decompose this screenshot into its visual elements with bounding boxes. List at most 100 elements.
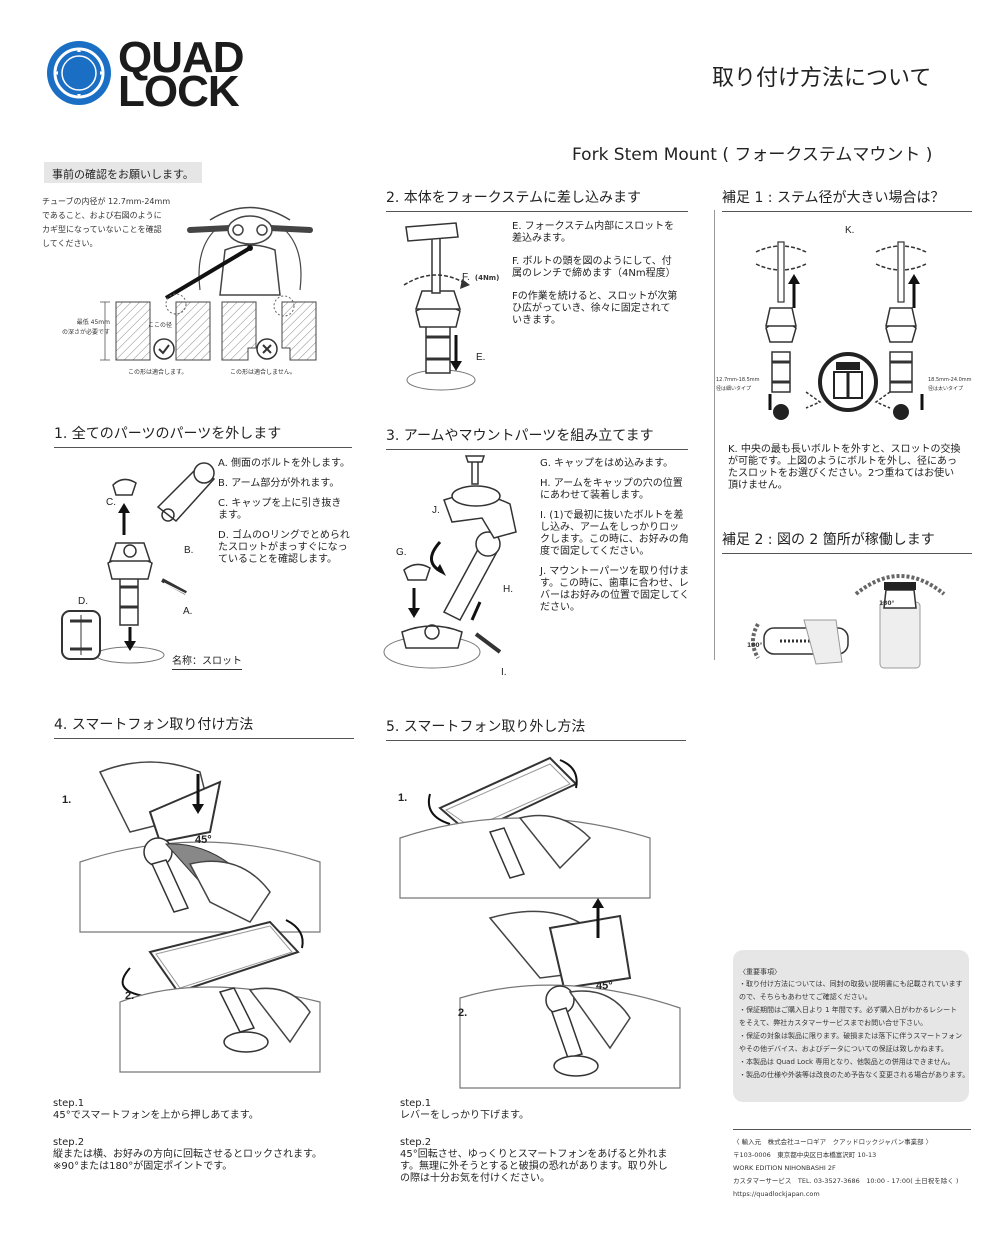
logo-text-lock: LOCK [118, 67, 240, 116]
label-k: K. [845, 225, 855, 236]
section5-heading: 5. スマートフォン取り外し方法 [386, 716, 686, 741]
slot-name-label: 名称：スロット [172, 656, 242, 670]
section2-step-f-cont: Fの作業を続けると、スロットが次第 ひ広がっていき、徐々に固定されて いきます。 [512, 291, 690, 327]
precheck-text: チューブの内径が 12.7mm-24mm であること、および右図のように カギ型… [42, 195, 170, 251]
step-line: C. キャップを上に引き抜き [218, 498, 342, 509]
pointer-arrow [164, 245, 253, 300]
depth-dimension-mark [100, 301, 110, 361]
step-line: いきます。 [512, 315, 561, 326]
sec4-step2-text: 縦または横、お好みの方向に回転させるとロックされます。 ※90°または180°が… [53, 1149, 322, 1173]
important-note-line: ので、そちらもあわせてご確認ください。 [739, 993, 872, 1001]
sec4-number-2: 2. [125, 990, 135, 1002]
step-line: す。この時に、歯車に合わせ、レ [540, 578, 689, 589]
sec5-angle-label: 45° [596, 980, 613, 992]
label-i: I. [501, 667, 507, 678]
label-b: B. [184, 545, 194, 556]
important-note-line: ・保証の対象は製品に限ります。破損または落下に伴うスマートフォン [739, 1032, 963, 1040]
sec4-step2-title: step.2 [53, 1137, 85, 1148]
step-line: にあわせて装着します。 [540, 490, 649, 501]
contact-importer: 〈 輸入元 株式会社ユーロギア クアッドロックジャパン事業部 〉 [733, 1138, 933, 1146]
supplement1-text-line: 頂けません。 [728, 480, 788, 491]
section4-heading: 4. スマートフォン取り付け方法 [54, 714, 354, 739]
step-line: H. アームをキャップの穴の位置 [540, 478, 683, 489]
thin-type-label-line: 12.7mm-18.5mm [716, 377, 760, 383]
step-line: バーはお好みの位置で固定してく [540, 590, 690, 601]
label-h: H. [503, 584, 513, 595]
step-line: Fの作業を続けると、スロットが次第 [512, 291, 678, 302]
page-title: 取り付け方法について [712, 66, 932, 91]
logo: QUAD LOCK [46, 33, 246, 114]
precheck-text-line: であること、および右図のように [42, 211, 162, 220]
section1-step-list: A. 側面のボルトを外します。 B. アーム部分が外れます。 C. キャップを上… [218, 458, 358, 566]
sec5-step2-line: す。無理に外そうとすると破損の恐れがあります。取り外し [400, 1161, 668, 1172]
section3-step-h: H. アームをキャップの穴の位置 にあわせて装着します。 [540, 478, 700, 502]
important-notes-list: ・取り付け方法については、同封の取扱い説明書にも記載されています ので、そちらも… [739, 978, 971, 1082]
section1-step-d: D. ゴムのOリングでとめられ たスロットがまっすぐになっ ていることを確認しま… [218, 530, 358, 566]
depth-label-line: の深さが必要です [61, 329, 110, 336]
section3-step-i: I. (1)で最初に抜いたボルトを差 し込み、アームをしっかりロッ クします。こ… [540, 510, 700, 558]
depth-label: 最低 45mm の深さが必要です [52, 318, 110, 338]
important-note-line: ・本製品は Quad Lock 専用となり、他製品との併用はできません。 [739, 1058, 955, 1066]
section3-heading: 3. アームやマウントパーツを組み立てます [386, 425, 688, 450]
precheck-heading: 事前の確認をお願いします。 [52, 168, 194, 181]
sec5-step2-line: 45°回転させ、ゆっくりとスマートフォンをあげると外れま [400, 1149, 668, 1160]
phone-attach-illustration [79, 761, 321, 1073]
step-line: ていることを確認します。 [218, 554, 337, 565]
pivot-points-illustration [751, 574, 946, 669]
important-note-line: ・取り付け方法については、同封の取扱い説明書にも記載されています [739, 980, 963, 988]
label-f-text: F. [462, 272, 470, 283]
supplement1-text: K. 中央の最も長いボルトを外すと、スロットの交換 が可能です。上図のようにボル… [728, 444, 978, 492]
ok-caption: この形は適合します。 [128, 369, 188, 376]
slot-swap-illustration [755, 241, 927, 420]
label-c: C. [106, 497, 116, 508]
sec4-step2-line: 縦または横、お好みの方向に回転させるとロックされます。 [53, 1149, 322, 1160]
mount-disassembly-illustration [61, 462, 216, 664]
sec4-angle-label: 45° [195, 834, 212, 846]
column-divider [714, 210, 715, 660]
section1-step-c: C. キャップを上に引き抜き ます。 [218, 498, 358, 522]
sec5-step2-line: の際は十分お気を付けください。 [400, 1173, 550, 1184]
quad-lock-logo-icon [47, 41, 111, 105]
logo-text-quad: QUAD [118, 33, 245, 82]
section2-step-f: F. ボルトの頭を図のようにして、付 属のレンチで締めます（4Nm程度） [512, 256, 690, 280]
assembly-illustration [383, 455, 517, 669]
section2-heading: 2. 本体をフォークステムに差し込みます [386, 187, 688, 212]
label-d: D. [78, 596, 88, 607]
here-diameter-label: ここの径 [148, 322, 173, 329]
step-line: B. アーム部分が外れます。 [218, 478, 340, 489]
contact-divider-top [733, 1129, 971, 1130]
step-line: 差込みます。 [512, 233, 571, 244]
section2-step-e: E. フォークステム内部にスロットを 差込みます。 [512, 221, 690, 245]
label-f: F. (4Nm) [462, 265, 499, 284]
supplement1-text-line: が可能です。上図のようにボルトを外し、径にあっ [728, 456, 957, 467]
important-note-line: ・保証期間はご購入日より 1 年間です。必ず購入日がわかるレシート [739, 1006, 958, 1014]
sec4-step1-text: 45°でスマートフォンを上から押しあてます。 [53, 1110, 259, 1121]
contact-website-link[interactable]: https://quadlockjapan.com [733, 1190, 820, 1198]
contact-address: 〒103-0006 東京都中央区日本橋富沢町 10-13 [733, 1151, 877, 1159]
section1-heading: 1. 全てのパーツのパーツを外します [54, 423, 352, 448]
step-line: D. ゴムのOリングでとめられ [218, 530, 350, 541]
section1-step-a: A. 側面のボルトを外します。 [218, 458, 358, 470]
depth-label-line: 最低 45mm [76, 319, 110, 326]
section3-step-j: J. マウントーパーツを取り付けま す。この時に、歯車に合わせ、レ バーはお好み… [540, 566, 700, 614]
important-note-line: ・製品の仕様や外装等は改良のため予告なく変更される場合があります。 [739, 1071, 970, 1079]
contact-building: WORK EDITION NIHONBASHI 2F [733, 1164, 836, 1172]
step-line: F. ボルトの頭を図のようにして、付 [512, 256, 672, 267]
label-j: J. [432, 505, 440, 516]
step-line: J. マウントーパーツを取り付けま [540, 566, 690, 577]
tube-section-ng [221, 295, 317, 361]
step-line: 属のレンチで締めます（4Nm程度） [512, 268, 676, 279]
label-g: G. [396, 547, 407, 558]
thin-type-label: 12.7mm-18.5mm 径は細いタイプ [716, 376, 760, 394]
important-notes-box: 〈重要事項〉 ・取り付け方法については、同封の取扱い説明書にも記載されています … [733, 950, 969, 1102]
step-line: ひ広がっていき、徐々に固定されて [512, 303, 671, 314]
sec4-step2-line: ※90°または180°が固定ポイントです。 [53, 1161, 233, 1172]
sec4-number-1: 1. [62, 794, 72, 806]
contact-block: 〈 輸入元 株式会社ユーロギア クアッドロックジャパン事業部 〉 〒103-00… [733, 1136, 973, 1201]
ng-cross-icon [256, 338, 278, 360]
section3-step-list: G. キャップをはめ込みます。 H. アームをキャップの穴の位置 にあわせて装着… [540, 458, 700, 614]
supplement1-heading: 補足 1 : ステム径が大きい場合は？ [722, 187, 972, 212]
sec5-number-2: 2. [458, 1007, 468, 1019]
label-a: A. [183, 606, 193, 617]
sec4-step1-title: step.1 [53, 1098, 85, 1109]
